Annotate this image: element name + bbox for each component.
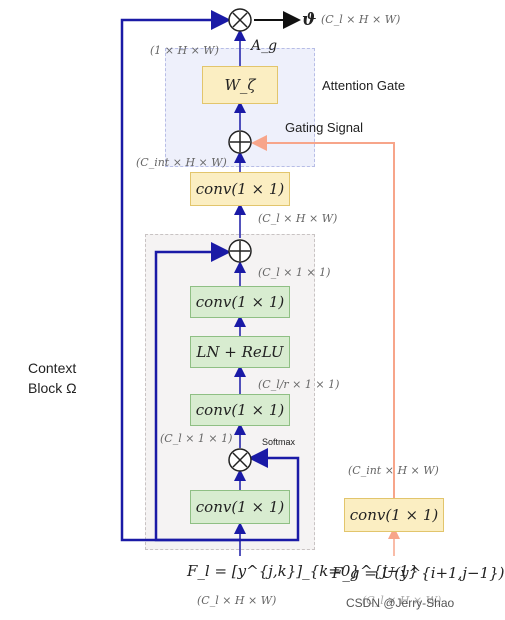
cl11-dim-top: (C_l × 1 × 1) [258,266,331,279]
watermark: CSDN @Jerry-Shao [346,596,455,610]
conv-context-bottom-box: conv(1 × 1) [190,490,290,524]
conv-gate-box: conv(1 × 1) [190,172,290,206]
multiply-operator-top [228,8,252,32]
ln-relu-box: LN + ReLU [190,336,290,368]
cl11-dim-bottom: (C_l × 1 × 1) [160,432,233,445]
diagram-connectors [120,8,400,556]
ag-dim: (1 × H × W) [150,44,219,57]
output-dim: (C_l × H × W) [321,13,401,26]
conv-gating-box: conv(1 × 1) [344,498,444,532]
attention-gate-title: Attention Gate [322,78,406,93]
input-fg-dim: (C_l × H × W) [362,594,442,607]
input-g-cint-dim: (C_int × H × W) [348,464,439,477]
conv-context-mid-box: conv(1 × 1) [190,394,290,426]
add-operator-context [228,239,252,263]
output-symbol: ϑ [302,10,317,30]
softmax-label: Softmax [262,437,296,447]
clr-dim: (C_l/r × 1 × 1) [258,378,340,391]
context-block-title: Context [28,360,77,376]
gating-signal-label: Gating Signal [285,120,364,135]
ag-symbol: A_g [251,38,278,54]
multiply-operator-softmax [228,448,252,472]
cl-dim-mid: (C_l × H × W) [258,212,338,225]
input-fg-formula: F_g = U(y^{i+1,j−1}) [332,564,505,582]
cint-dim: (C_int × H × W) [136,156,227,169]
input-fl-formula: F_l = [y^{j,k}]_{k=0}^{j−1} [187,562,419,580]
conv-context-top-box: conv(1 × 1) [190,286,290,318]
context-block-omega: Block Ω [28,380,77,396]
w-zeta-box: W_ζ [202,66,278,104]
input-fl-dim: (C_l × H × W) [197,594,277,607]
add-operator-gate [228,130,252,154]
